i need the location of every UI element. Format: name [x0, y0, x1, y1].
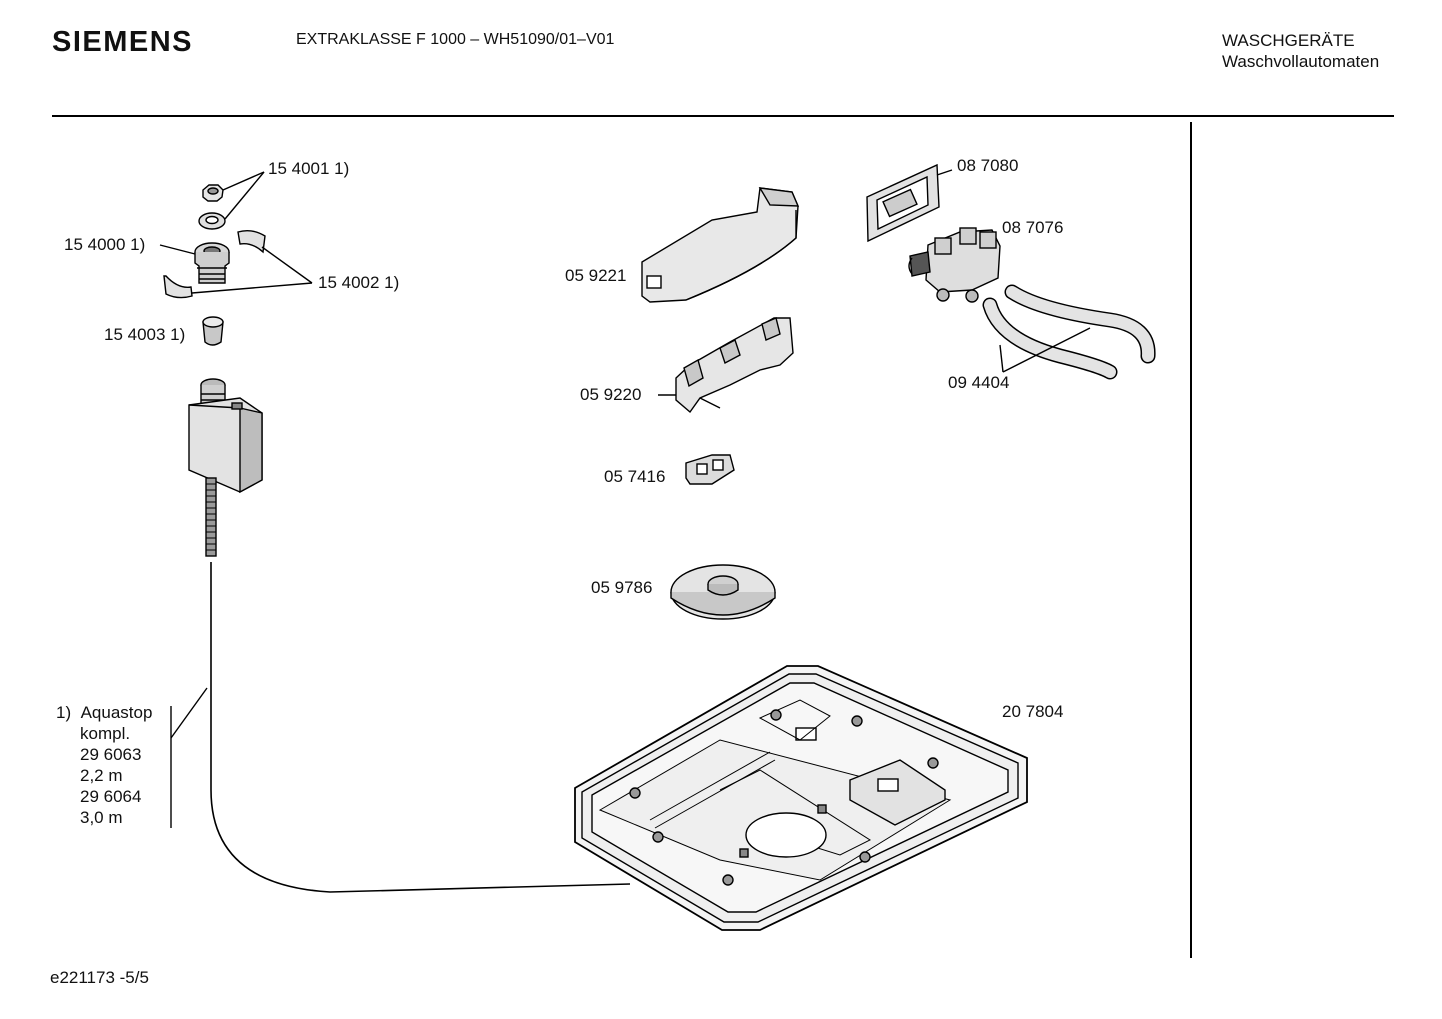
part-label-207804: 20 7804 [1002, 702, 1064, 721]
note-title-row: 1) Aquastop [56, 702, 152, 723]
note-marker: 1) [56, 703, 72, 722]
disc-part-drawing [670, 564, 776, 620]
part-label-059786: 05 9786 [591, 578, 653, 597]
part-label-094404: 09 4404 [948, 373, 1010, 392]
holder-part-drawing [658, 317, 794, 414]
part-label-059220: 05 9220 [580, 385, 642, 404]
washer-part-drawing [198, 212, 226, 230]
note-title: Aquastop [80, 703, 153, 722]
inlet-valve-drawing [908, 227, 1001, 303]
note-line: 29 6063 [80, 745, 142, 764]
part-label-057416: 05 7416 [604, 467, 666, 486]
aquastop-note: 1) Aquastop kompl. 29 6063 2,2 m 29 6064… [56, 702, 152, 828]
part-label-154003: 15 4003 1) [104, 325, 186, 344]
nut-part-drawing [202, 184, 224, 202]
category-label: WASCHGERÄTE [1222, 31, 1355, 50]
cap-part-drawing [202, 316, 224, 346]
part-label-059221: 05 9221 [565, 266, 627, 285]
part-label-154001: 15 4001 1) [268, 159, 350, 178]
part-label-087076: 08 7076 [1002, 218, 1064, 237]
connector-part-drawing [685, 454, 735, 485]
note-line: 3,0 m [80, 808, 123, 827]
cover-part-drawing [641, 187, 800, 303]
model-title: EXTRAKLASSE F 1000 – WH51090/01–V01 [296, 31, 615, 48]
clip-part-drawing [163, 229, 266, 299]
note-line: 29 6064 [80, 787, 142, 806]
aquastop-valve-drawing [188, 378, 631, 893]
part-label-154002: 15 4002 1) [318, 273, 400, 292]
drawing-code: e221173 -5/5 [50, 968, 149, 987]
header-divider [52, 115, 1394, 117]
coupling-part-drawing [194, 242, 230, 284]
hoses-drawing [982, 284, 1156, 380]
label-plate-drawing [866, 163, 953, 243]
base-plate-drawing [574, 665, 1028, 931]
note-line: 2,2 m [80, 766, 123, 785]
right-margin-divider [1190, 122, 1192, 958]
part-label-154000: 15 4000 1) [64, 235, 146, 254]
part-label-087080: 08 7080 [957, 156, 1019, 175]
note-line: kompl. [80, 724, 131, 743]
brand-logo: SIEMENS [52, 26, 194, 58]
subcategory-label: Waschvollautomaten [1222, 52, 1380, 71]
